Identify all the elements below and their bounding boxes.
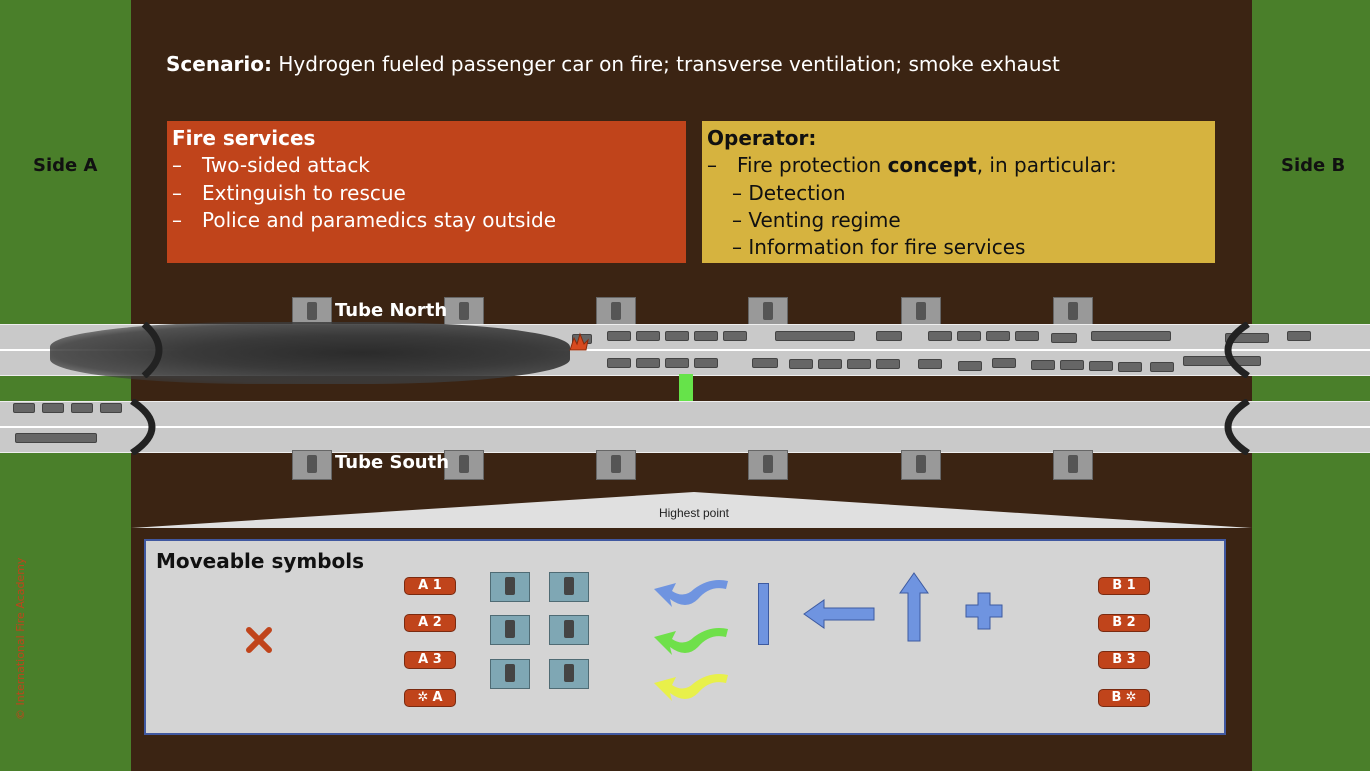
moveable-symbols-title: Moveable symbols [156, 549, 365, 573]
unit-a1[interactable]: A 1 [404, 577, 456, 595]
unit-a2[interactable]: A 2 [404, 614, 456, 632]
scenario-line: Scenario: Hydrogen fueled passenger car … [166, 52, 1060, 76]
operator-box: Operator: –Fire protection concept, in p… [702, 121, 1215, 263]
scenario-text: Hydrogen fueled passenger car on fire; t… [278, 52, 1060, 76]
operator-sub-item: – Information for fire services [732, 235, 1026, 259]
fire-icon [569, 332, 589, 351]
ventilation-fan-icon[interactable] [490, 615, 530, 645]
portal-icon [141, 322, 163, 378]
moveable-symbols-panel: Moveable symbols A 1 A 2 A 3 ✲ A B 1 B 2… [144, 539, 1226, 735]
scenario-label: Scenario: [166, 52, 273, 76]
arrow-left-icon[interactable] [802, 597, 876, 631]
portal-icon [1224, 399, 1250, 455]
fire-location-marker-icon[interactable] [244, 625, 274, 655]
fire-services-item: –Extinguish to rescue [172, 181, 406, 205]
curved-arrow-yellow-icon[interactable] [650, 671, 730, 707]
fire-services-item: –Police and paramedics stay outside [172, 208, 557, 232]
unit-b2[interactable]: B 2 [1098, 614, 1150, 632]
fire-services-box: Fire services –Two-sided attack –Extingu… [167, 121, 686, 263]
ventilation-fan-icon[interactable] [490, 659, 530, 689]
unit-b1[interactable]: B 1 [1098, 577, 1150, 595]
barrier-bar-icon[interactable] [758, 583, 769, 645]
portal-icon [130, 399, 156, 455]
ventilation-fan-icon[interactable] [444, 450, 484, 480]
ventilation-fan-icon[interactable] [444, 297, 484, 327]
unit-a3[interactable]: A 3 [404, 651, 456, 669]
operator-sub-item: – Venting regime [732, 208, 901, 232]
curved-arrow-green-icon[interactable] [650, 625, 730, 661]
operator-title: Operator: [707, 126, 817, 150]
ventilation-fan-icon[interactable] [292, 450, 332, 480]
operator-concept-line: –Fire protection concept, in particular: [707, 153, 1117, 177]
ventilation-fan-icon[interactable] [490, 572, 530, 602]
tube-south-label: Tube South [335, 452, 450, 473]
unit-b3[interactable]: B 3 [1098, 651, 1150, 669]
ventilation-fan-icon[interactable] [748, 297, 788, 327]
ventilation-fan-icon[interactable] [901, 450, 941, 480]
side-b-label: Side B [1281, 155, 1346, 176]
side-a-label: Side A [33, 155, 98, 176]
ventilation-fan-icon[interactable] [596, 450, 636, 480]
tube-south-road [0, 401, 1370, 453]
arrow-up-icon[interactable] [898, 571, 930, 643]
ventilation-fan-icon[interactable] [549, 572, 589, 602]
curved-arrow-blue-icon[interactable] [650, 577, 730, 613]
ventilation-fan-icon[interactable] [596, 297, 636, 327]
ventilation-fan-icon[interactable] [1053, 450, 1093, 480]
grass-side-b [1252, 0, 1370, 771]
grass-side-a [0, 0, 131, 771]
ventilation-fan-icon[interactable] [549, 659, 589, 689]
ventilation-fan-icon[interactable] [549, 615, 589, 645]
tube-north-label: Tube North [335, 300, 448, 321]
plus-icon[interactable] [964, 591, 1004, 631]
smoke-cloud [50, 322, 570, 384]
ventilation-fan-icon[interactable] [1053, 297, 1093, 327]
portal-icon [1224, 322, 1250, 378]
fire-services-title: Fire services [172, 126, 316, 150]
copyright-notice: © International Fire Academy [14, 557, 27, 720]
ventilation-fan-icon[interactable] [748, 450, 788, 480]
elevation-profile: Highest point [131, 492, 1252, 528]
highest-point-label: Highest point [659, 506, 730, 520]
ventilation-fan-icon[interactable] [901, 297, 941, 327]
unit-a-fan[interactable]: ✲ A [404, 689, 456, 707]
fire-services-item: –Two-sided attack [172, 153, 370, 177]
cross-passage[interactable] [679, 374, 693, 402]
operator-sub-item: – Detection [732, 181, 846, 205]
unit-b-fan[interactable]: B ✲ [1098, 689, 1150, 707]
